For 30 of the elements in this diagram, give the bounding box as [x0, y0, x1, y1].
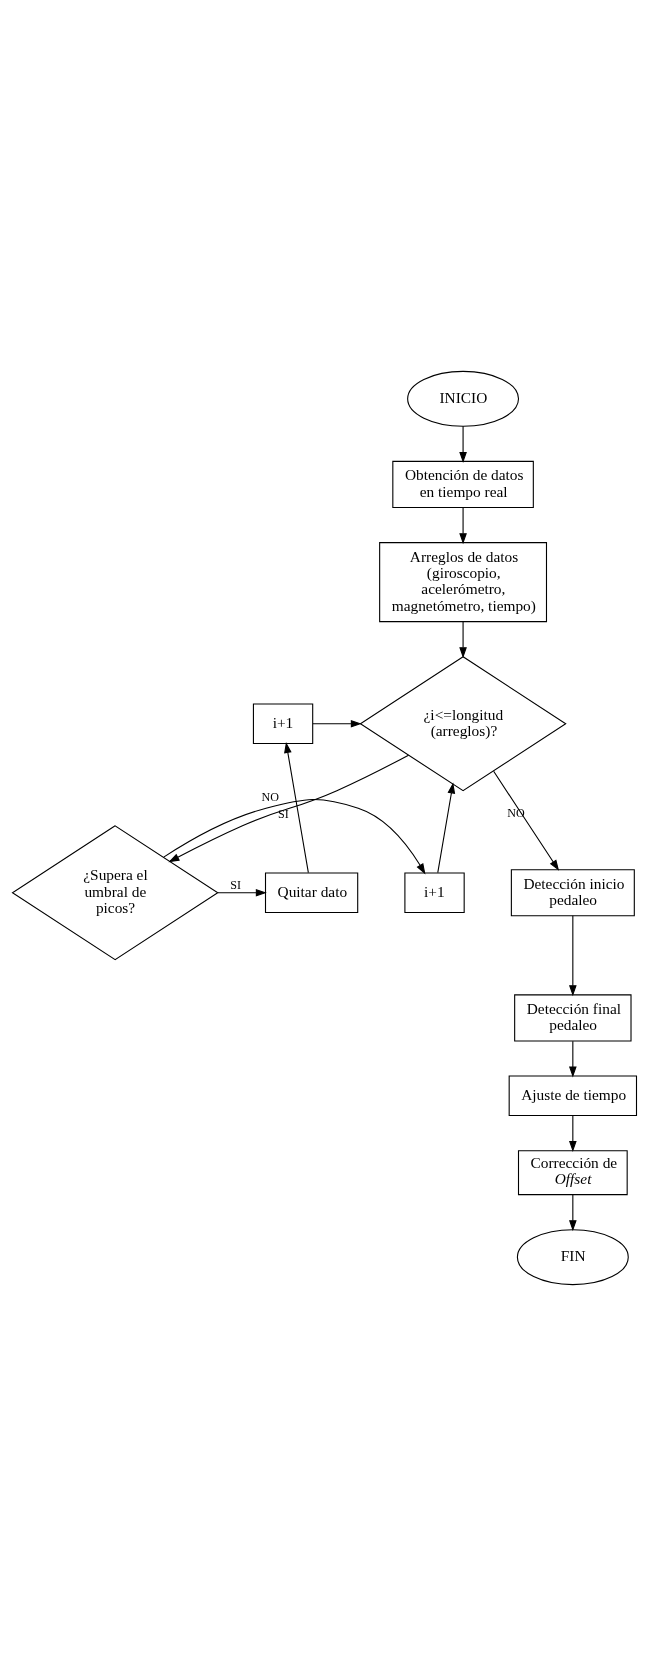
arrow: [459, 506, 467, 544]
node-box: i+1: [252, 702, 314, 744]
node-ellipse: INICIO: [407, 370, 520, 427]
arrow: [569, 914, 577, 996]
arrow: [459, 425, 467, 463]
edge-label: SI: [278, 806, 289, 821]
node-box: Ajuste de tiempo: [508, 1075, 638, 1116]
node-diamond: ¿i<=longitud (arreglos)?: [359, 655, 567, 791]
arrow: [493, 770, 560, 871]
arrow: [437, 782, 456, 873]
arrow: [312, 719, 362, 728]
arrow: [569, 1040, 577, 1078]
node-box: Detección inicio pedaleo: [510, 868, 635, 916]
arrow: [459, 620, 467, 658]
arrow: [163, 798, 426, 874]
node-box: i+1: [404, 871, 465, 913]
node-box: Obtención de datos en tiempo real: [392, 460, 534, 508]
node-box: Arreglos de datos (giroscopio, acelerómetro, magnetómetro, tiempo): [379, 541, 548, 622]
node-box: Corrección de Offset: [517, 1149, 628, 1195]
arrow: [569, 1193, 577, 1231]
arrow: [569, 1114, 577, 1152]
arrow: [284, 741, 309, 873]
node-ellipse: FIN: [516, 1228, 629, 1285]
arrow: [217, 888, 267, 897]
node-box: Detección final pedaleo: [514, 993, 632, 1041]
arrow: [168, 754, 410, 862]
node-diamond: ¿Supera el umbral de picos?: [11, 824, 219, 960]
node-box: Quitar dato: [264, 871, 359, 913]
edge-label: NO: [261, 789, 279, 804]
edge-label: SI: [230, 877, 242, 892]
